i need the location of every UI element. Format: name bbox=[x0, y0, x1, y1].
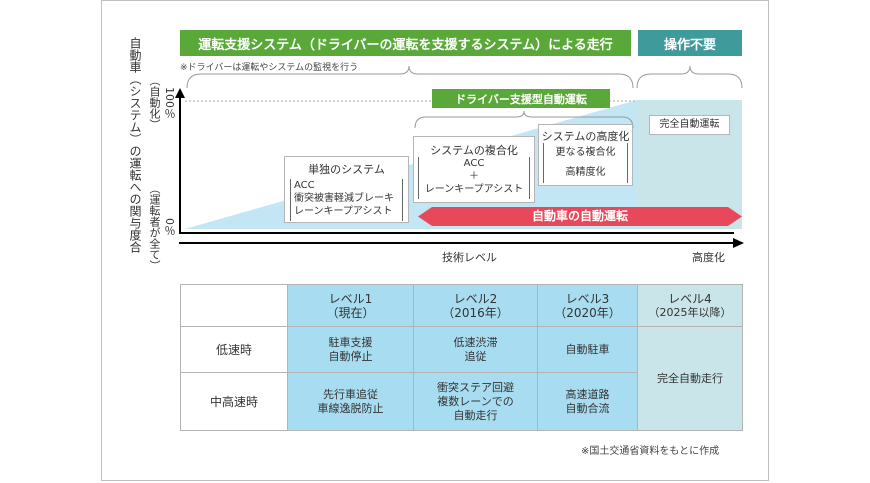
table-row: 中高速時 先行車追従 車線逸脱防止 衝突ステア回避 複数レーンでの 自動走行 高… bbox=[180, 372, 743, 431]
single-item-brake: 衝突被害軽減ブレーキ bbox=[294, 193, 394, 204]
y-axis-top-pct: 100％ bbox=[163, 87, 176, 119]
cell-line: 自動合流 bbox=[565, 401, 610, 415]
row-label-low-speed: 低速時 bbox=[180, 326, 288, 373]
level-4-period: （2025年以降） bbox=[648, 305, 732, 319]
auto-driving-arrow bbox=[418, 207, 742, 226]
full-auto-text: 完全自動運転 bbox=[659, 119, 720, 130]
combined-item-plus: ＋ bbox=[469, 171, 479, 182]
y-axis-top-note: （自動化） bbox=[148, 75, 161, 130]
y-axis-label: 自動車（システム）の運転への関与度合 bbox=[128, 37, 142, 253]
cell-line: 自動駐車 bbox=[565, 342, 610, 356]
driver-support-banner: ドライバー支援型自動運転 bbox=[432, 89, 610, 108]
cell-line: 高速道路 bbox=[565, 387, 610, 401]
y-axis-bottom-pct: 0％ bbox=[163, 218, 176, 236]
advanced-item-combination: 更なる複合化 bbox=[555, 147, 616, 158]
single-item-lane: レーンキープアシスト bbox=[294, 206, 393, 217]
driver-support-banner-text: ドライバー支援型自動運転 bbox=[455, 92, 587, 106]
driver-support-brace bbox=[414, 110, 634, 129]
cell-line: 低速渋滞 bbox=[453, 335, 498, 349]
mid-high-level-2: 衝突ステア回避 複数レーンでの 自動走行 bbox=[413, 372, 538, 431]
level-4-name: レベル4 bbox=[668, 291, 712, 306]
y-axis-bottom-note: （運転者が全て） bbox=[148, 183, 161, 271]
table-corner-cell bbox=[180, 284, 288, 327]
level-2-name: レベル2 bbox=[453, 291, 498, 306]
auto-driving-arrow-text: 自動車の自動運転 bbox=[531, 209, 628, 223]
cell-line: 自動停止 bbox=[328, 349, 373, 363]
level-3-header: レベル3 （2020年） bbox=[537, 284, 638, 327]
low-speed-level-3: 自動駐車 bbox=[537, 326, 638, 373]
x-axis-end-label: 高度化 bbox=[692, 251, 725, 264]
low-speed-level-1: 駐車支援 自動停止 bbox=[287, 326, 414, 373]
level-2-period: （2016年） bbox=[442, 305, 509, 320]
combined-item-lane: レーンキープアシスト bbox=[424, 184, 524, 195]
support-brace bbox=[186, 65, 634, 89]
level-3-period: （2020年） bbox=[554, 305, 621, 320]
y-axis-arrowhead bbox=[175, 88, 185, 98]
monitoring-note: ※ドライバーは運転やシステムの監視を行う bbox=[180, 63, 359, 73]
no-operation-banner: 操作不要 bbox=[638, 30, 742, 56]
combined-system-box: システムの複合化 ACC ＋ レーンキープアシスト bbox=[413, 136, 535, 203]
level-1-header: レベル1 （現在） bbox=[287, 284, 414, 327]
combined-system-title: システムの複合化 bbox=[430, 144, 518, 157]
table-row: 低速時 駐車支援 自動停止 低速渋滞 追従 自動駐車 完全自動走行 bbox=[180, 326, 743, 431]
table-header-row: レベル1 （現在） レベル2 （2016年） レベル3 （2020年） レベル4… bbox=[180, 284, 743, 327]
advanced-system-title: システムの高度化 bbox=[541, 130, 630, 143]
advanced-item-precision: 高精度化 bbox=[565, 167, 606, 178]
level-1-period: （現在） bbox=[326, 305, 375, 320]
full-auto-box: 完全自動運転 bbox=[649, 115, 730, 135]
level-1-name: レベル1 bbox=[328, 291, 373, 306]
mid-high-level-3: 高速道路 自動合流 bbox=[537, 372, 638, 431]
support-system-banner-text: 運転支援システム（ドライバーの運転を支援するシステム）による走行 bbox=[198, 37, 613, 53]
cell-line: 完全自動走行 bbox=[657, 371, 723, 385]
cell-line: 駐車支援 bbox=[328, 335, 373, 349]
level-2-header: レベル2 （2016年） bbox=[413, 284, 538, 327]
row-label-mid-high-speed: 中高速時 bbox=[180, 372, 288, 431]
cell-line: 自動走行 bbox=[453, 408, 498, 422]
cell-line: 追従 bbox=[464, 349, 487, 363]
x-axis-label: 技術レベル bbox=[442, 251, 497, 264]
combined-system-list: ACC ＋ レーンキープアシスト bbox=[418, 157, 530, 199]
single-system-list: ACC 衝突被害軽減ブレーキ レーンキープアシスト bbox=[290, 179, 403, 221]
cell-line: 衝突ステア回避 bbox=[437, 380, 514, 394]
level-table: レベル1 （現在） レベル2 （2016年） レベル3 （2020年） レベル4… bbox=[180, 284, 743, 431]
level-4-header: レベル4 （2025年以降） bbox=[637, 284, 743, 327]
cell-line: 車線逸脱防止 bbox=[317, 401, 384, 415]
single-item-acc: ACC bbox=[294, 180, 315, 191]
source-note: ※国土交通省資料をもとに作成 bbox=[581, 446, 720, 457]
mid-high-level-1: 先行車追従 車線逸脱防止 bbox=[287, 372, 414, 431]
cell-line: 複数レーンでの bbox=[437, 394, 514, 408]
cell-line: 先行車追従 bbox=[323, 387, 378, 401]
level-3-name: レベル3 bbox=[565, 291, 610, 306]
x-axis-arrowhead bbox=[733, 238, 744, 248]
no-operation-brace bbox=[636, 65, 743, 89]
advanced-system-list: 更なる複合化 高精度化 bbox=[543, 143, 628, 183]
single-system-title: 単独のシステム bbox=[308, 163, 385, 176]
no-operation-banner-text: 操作不要 bbox=[663, 37, 716, 53]
single-system-box: 単独のシステム ACC 衝突被害軽減ブレーキ レーンキープアシスト bbox=[284, 156, 409, 223]
support-system-banner: 運転支援システム（ドライバーの運転を支援するシステム）による走行 bbox=[180, 30, 631, 56]
advanced-system-box: システムの高度化 更なる複合化 高精度化 bbox=[538, 124, 633, 186]
combined-item-acc: ACC bbox=[463, 158, 485, 169]
level-4-full-auto-cell: 完全自動走行 bbox=[637, 326, 743, 431]
low-speed-level-2: 低速渋滞 追従 bbox=[413, 326, 538, 373]
